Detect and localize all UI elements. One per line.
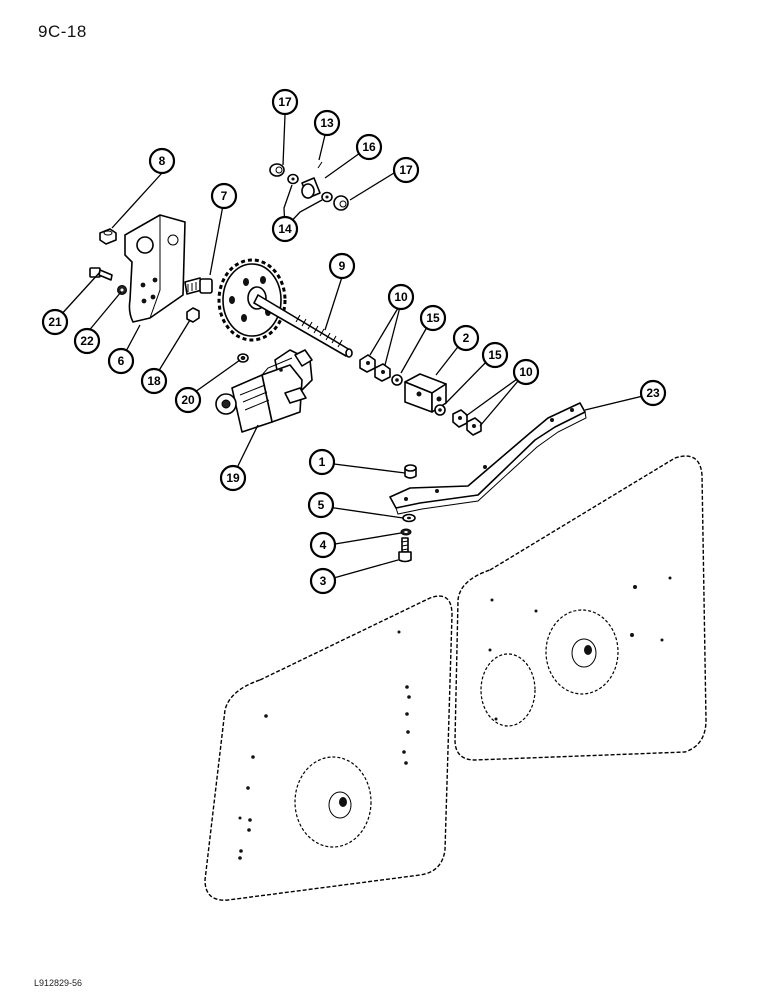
svg-text:13: 13 [320,116,334,130]
bolt-7 [184,277,213,295]
washer-15-b [434,404,446,416]
callout-8: 8 [148,147,176,175]
callout-23: 23 [639,379,667,407]
svg-text:20: 20 [181,393,195,407]
callout-16: 16 [355,133,383,161]
callout-17: 17 [392,156,420,184]
bushing-17-right [333,195,349,211]
svg-text:2: 2 [463,331,470,345]
leader-lines [58,114,648,582]
connecting-link [389,402,587,515]
nut-10-b [374,363,391,382]
nut-8 [99,228,117,245]
roller-16 [301,177,321,199]
svg-text:18: 18 [147,374,161,388]
svg-text:17: 17 [399,163,413,177]
svg-text:21: 21 [48,315,62,329]
nut-10-d [466,417,482,436]
callout-7: 7 [210,182,238,210]
page-number: 9C-18 [38,22,87,41]
nut-18 [186,307,200,323]
callout-20: 20 [174,386,202,414]
washer-14-right [321,191,333,203]
callout-15: 15 [481,341,509,369]
svg-text:14: 14 [278,222,292,236]
callout-6: 6 [107,347,135,375]
callout-3: 3 [309,567,337,595]
washer-14-left [287,173,299,185]
svg-text:5: 5 [318,498,325,512]
callout-2: 2 [452,324,480,352]
svg-text:1: 1 [319,455,326,469]
svg-text:23: 23 [646,386,660,400]
washer-20 [237,353,249,363]
lockwasher-4 [400,528,412,536]
svg-text:19: 19 [226,471,240,485]
svg-text:9: 9 [339,259,346,273]
bolt-21 [89,267,113,281]
drive-motor [215,349,313,433]
callout-10: 10 [387,283,415,311]
callout-19: 19 [219,464,247,492]
svg-text:15: 15 [488,348,502,362]
svg-text:17: 17 [278,95,292,109]
callout-18: 18 [140,367,168,395]
svg-text:7: 7 [221,189,228,203]
callout-14: 14 [271,215,299,243]
callout-1: 1 [308,448,336,476]
bolt-3 [398,537,412,563]
callout-4: 4 [309,531,337,559]
lockwasher-22 [117,285,127,295]
callout-13: 13 [313,109,341,137]
svg-text:6: 6 [118,354,125,368]
callout-21: 21 [41,308,69,336]
callout-9: 9 [328,252,356,280]
callout-15: 15 [419,304,447,332]
spacer-1 [404,464,417,479]
sprocket-gear [217,258,287,342]
callout-22: 22 [73,327,101,355]
svg-text:3: 3 [320,574,327,588]
svg-text:10: 10 [519,365,533,379]
svg-text:4: 4 [320,538,327,552]
svg-text:10: 10 [394,290,408,304]
washer-5 [402,513,416,523]
nut-10-c [452,409,468,428]
svg-text:8: 8 [159,154,166,168]
svg-text:15: 15 [426,311,440,325]
nut-10-a [359,354,376,373]
svg-text:22: 22 [80,334,94,348]
threaded-shaft [253,294,353,358]
callout-10: 10 [512,358,540,386]
callout-17: 17 [271,88,299,116]
bushing-17-left [269,163,285,177]
figure-code: L912829-56 [34,978,83,988]
washer-15-a [391,374,403,386]
svg-text:16: 16 [362,140,376,154]
callout-5: 5 [307,491,335,519]
rear-panel [454,455,707,761]
mounting-bracket [124,214,186,323]
front-panel [204,595,453,901]
pin-13 [317,161,323,169]
